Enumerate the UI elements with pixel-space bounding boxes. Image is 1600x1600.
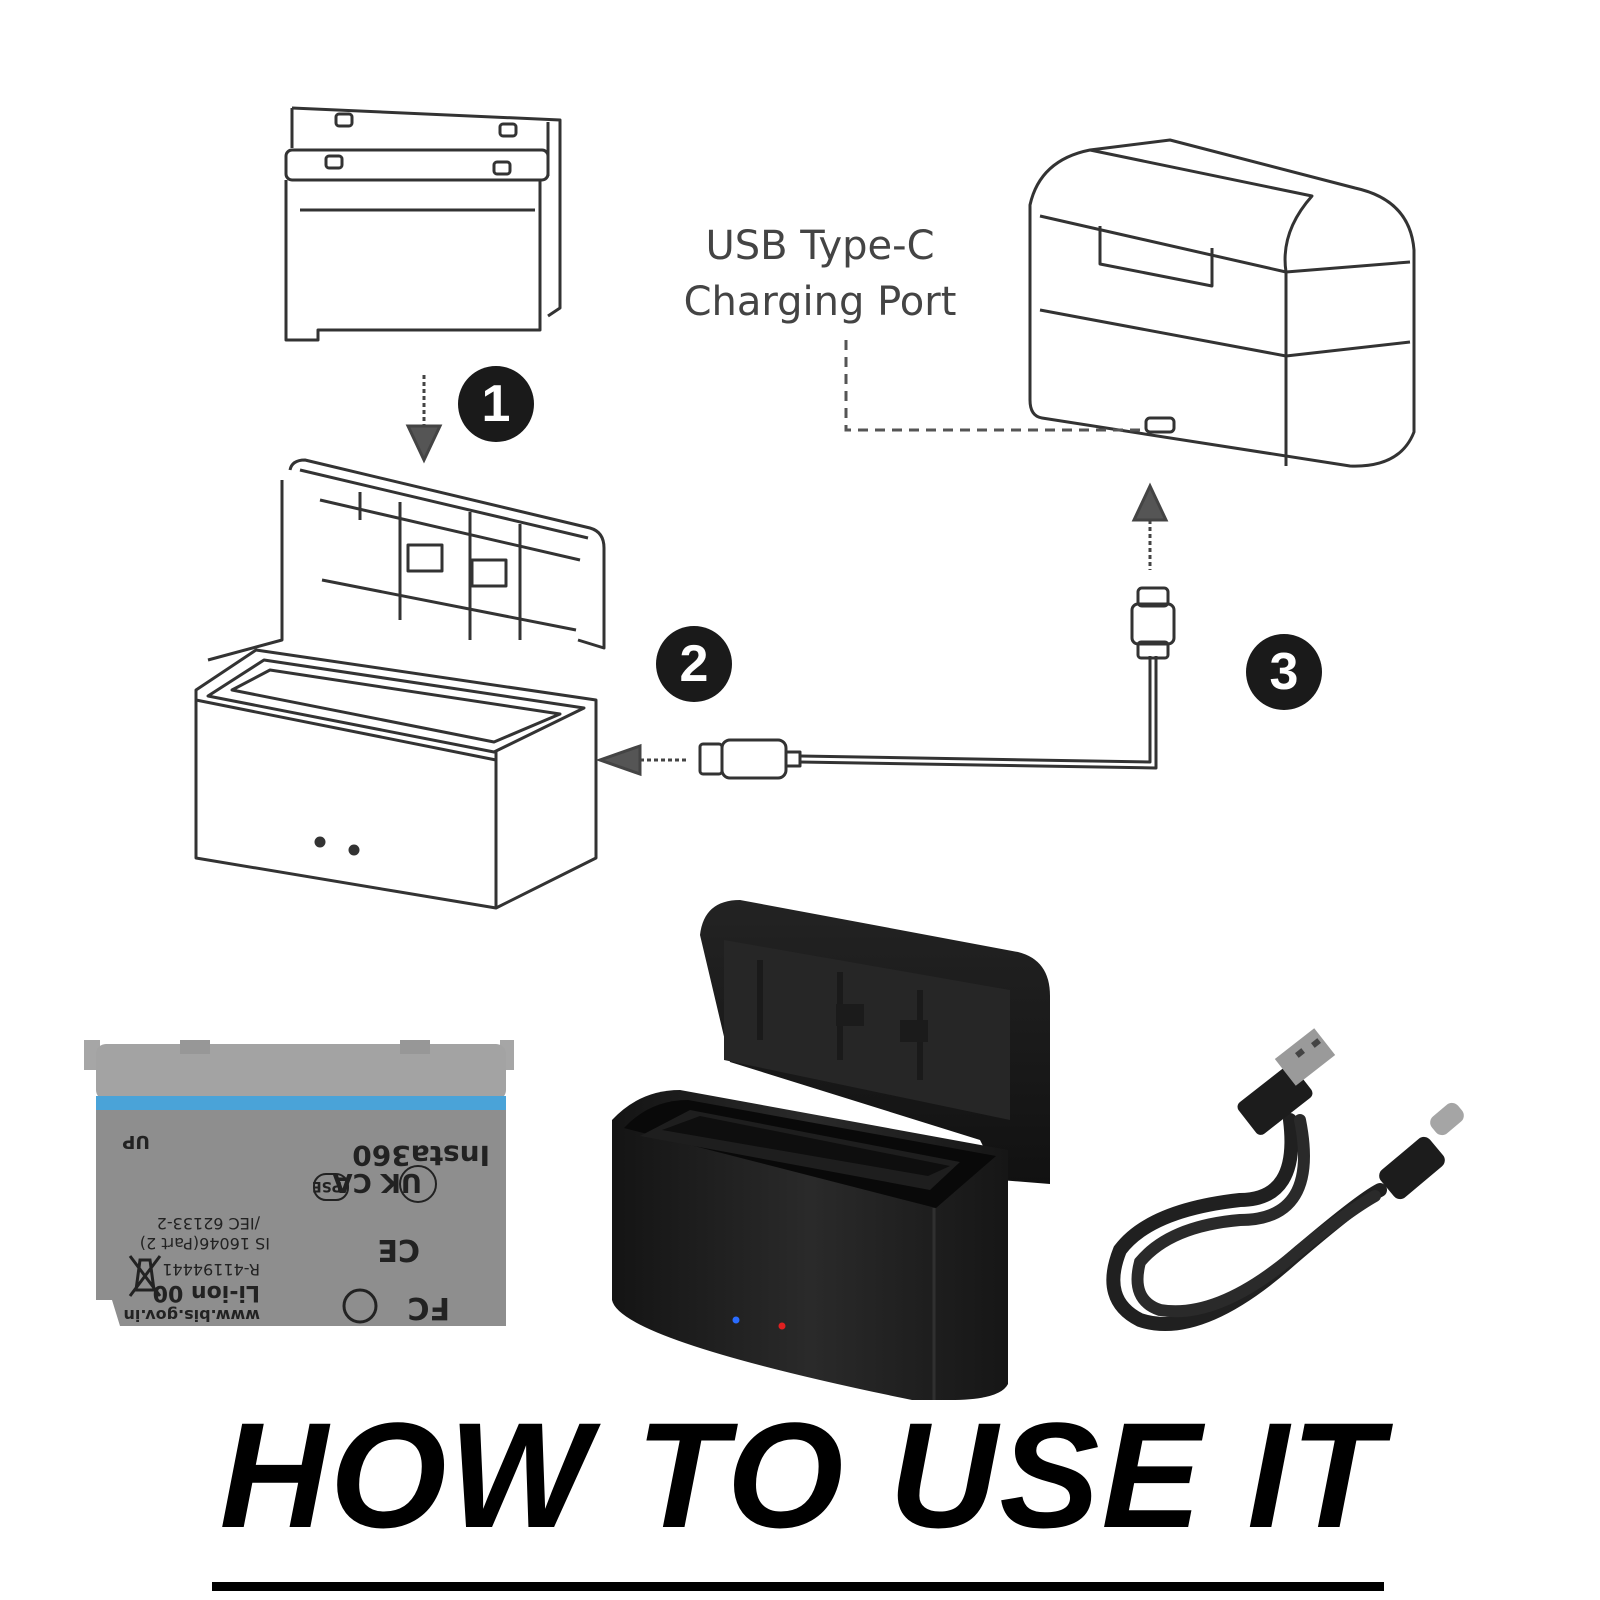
cert-ukca: UK CA	[332, 1167, 422, 1197]
cert-fc: FC	[407, 1290, 450, 1325]
up-arrow-icon	[1131, 482, 1169, 570]
battery-chemistry: Li-ion 00	[153, 1280, 260, 1305]
port-label-line2: Charging Port	[683, 279, 957, 325]
ukca-ring-icon	[399, 1165, 437, 1203]
battery-registration: R-41194441	[162, 1260, 260, 1279]
battery-up-mark: UP	[122, 1131, 150, 1152]
led-blue-indicator	[732, 1316, 740, 1324]
charger-case-photo	[612, 900, 1050, 1400]
weee-bin-icon	[128, 1255, 162, 1297]
left-arrow-icon	[595, 743, 688, 777]
page-title: HOW TO USE IT	[219, 1391, 1385, 1559]
step-3-marker: 3	[1246, 634, 1322, 710]
step-2-marker: 2	[656, 626, 732, 702]
cert-ce: CE	[377, 1232, 420, 1267]
step-1-marker: 1	[458, 366, 534, 442]
closed-charger-sketch	[1028, 138, 1416, 468]
usb-cable-photo	[1106, 1028, 1464, 1331]
title-underline	[212, 1582, 1384, 1591]
pse-mark-icon	[313, 1173, 349, 1201]
battery-website: www.bis.gov.in	[124, 1306, 260, 1325]
battery-pair-sketch	[284, 106, 562, 342]
battery-photo	[84, 1040, 514, 1326]
battery-standard-2: /IEC 62133-2	[157, 1214, 260, 1233]
open-charger-sketch	[194, 458, 606, 910]
port-label-line1: USB Type-C	[705, 223, 935, 269]
recycle-icon	[342, 1288, 378, 1324]
usb-port-label: USB Type-C Charging Port	[650, 218, 990, 330]
usb-c-cable-sketch	[698, 586, 1176, 780]
port-leader-line	[844, 340, 1146, 432]
battery-standard-1: IS 16046(Part 2)	[140, 1234, 270, 1253]
down-arrow-icon	[405, 375, 443, 464]
cert-pse: PSE	[312, 1178, 342, 1194]
led-red-indicator	[778, 1322, 786, 1330]
usb-a-plug-icon	[1237, 1028, 1336, 1135]
battery-label: Insta360 Li-ion 00 www.bis.gov.in R-4119…	[122, 1131, 490, 1325]
usb-c-plug-icon	[1379, 1102, 1464, 1200]
